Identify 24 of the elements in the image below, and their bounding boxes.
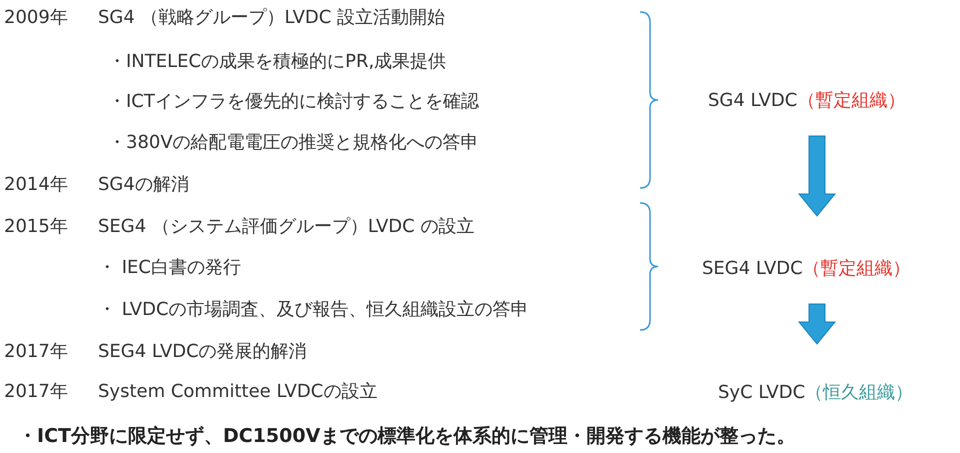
organization-status: （暫定組織） [797,89,906,112]
timeline-text: ・ IEC白書の発行 [98,257,241,279]
timeline-text: SG4 （戦略グループ）LVDC 設立活動開始 [98,7,446,29]
timeline-text: ・INTELECの成果を積極的にPR,成果提供 [108,51,446,73]
timeline-text: ・ LVDCの市場調査、及び報告、恒久組織設立の答申 [98,299,529,321]
summary-note: ・ICT分野に限定せず、DC1500Vまでの標準化を体系的に管理・開発する機能が整った。 [18,425,796,447]
organization-name: SG4 LVDC [708,90,798,110]
timeline-text: SEG4 （システム評価グループ）LVDC の設立 [98,216,474,238]
down-arrow [798,304,836,345]
timeline-text: 2015年 [4,216,68,238]
timeline-text: System Committee LVDCの設立 [98,381,378,403]
organization-status: （暫定組織） [802,257,911,280]
timeline-text: 2009年 [4,7,68,29]
organization-status: （恒久組織） [805,381,914,404]
timeline-text: SEG4 LVDCの発展的解消 [98,341,307,363]
timeline-text: SG4の解消 [98,174,189,196]
timeline-text: 2014年 [4,174,68,196]
organization-name: SyC LVDC [718,382,806,402]
timeline-text: 2017年 [4,341,68,363]
timeline-text: ・380Vの給配電電圧の推奨と規格化への答申 [108,132,479,154]
timeline-text: 2017年 [4,381,68,403]
down-arrow [798,136,836,217]
organization-name: SEG4 LVDC [702,258,803,278]
timeline-text: ・ICTインフラを優先的に検討することを確認 [108,91,479,113]
